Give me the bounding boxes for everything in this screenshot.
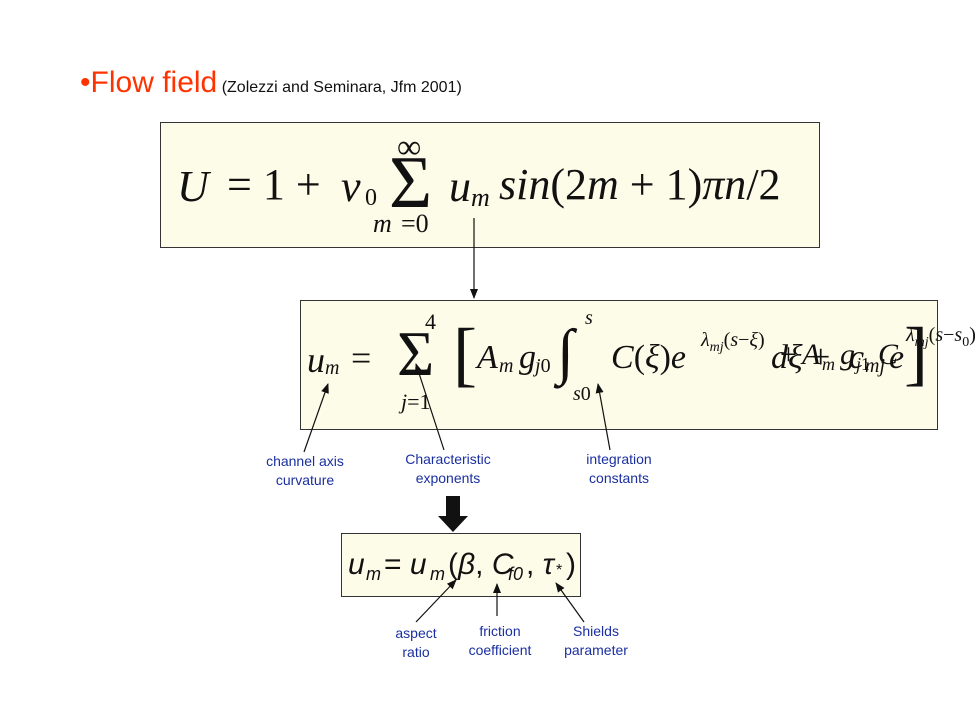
equation-um-final-term: + A m g j1 C ]	[780, 313, 928, 393]
equation-um-dependence-box: u m = u m (β, C f0 , τ * )	[341, 533, 581, 597]
equation-um-box: u m = 4 Σ j=1 [ A m g j0 ∫ s s0 C(ξ)e λm…	[300, 300, 938, 430]
title-main: Flow field	[90, 66, 218, 99]
down-block-arrow-head	[438, 516, 468, 532]
exponents-arrow	[414, 363, 445, 451]
aspect-arrow	[415, 579, 457, 623]
equation-U-box: U = 1 + ν 0 ∞ Σ m =0 u m sin(2m + 1)πn/2	[160, 122, 820, 248]
title-bullet: •	[80, 66, 91, 99]
constants-arrow	[595, 383, 611, 451]
equation-um-end: λmj(s−s0)	[906, 324, 976, 350]
slide-title: •Flow field (Zolezzi and Seminara, Jfm 2…	[80, 66, 462, 100]
curvature-arrow	[303, 383, 329, 453]
shields-arrow	[555, 582, 585, 623]
title-citation: (Zolezzi and Seminara, Jfm 2001)	[221, 79, 462, 96]
down-block-arrow-shaft	[446, 496, 460, 518]
